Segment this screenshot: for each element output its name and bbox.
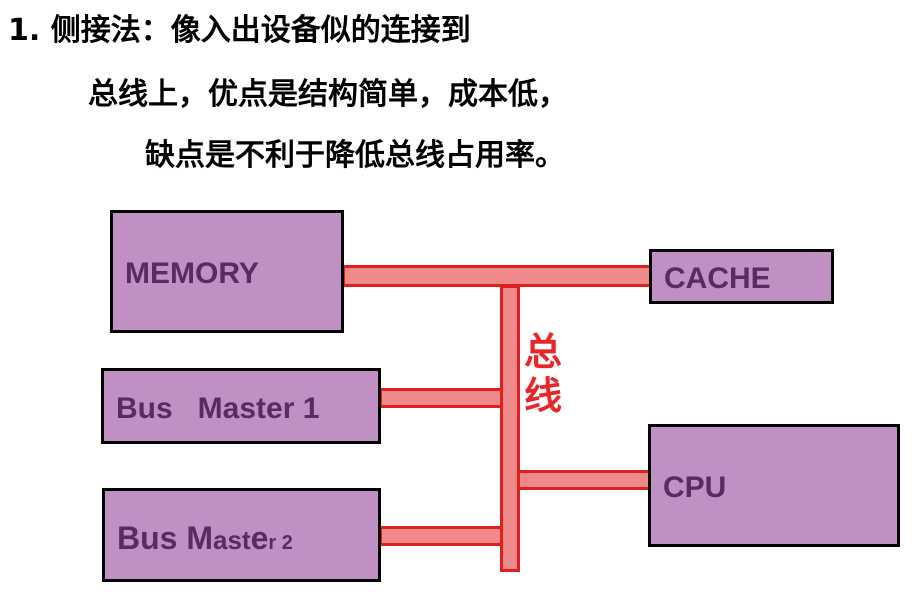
bus-segment-master2 xyxy=(379,526,503,546)
bus-master-1-label: Bus Master 1 xyxy=(116,392,320,425)
heading-line-2: 总线上，优点是结构简单，成本低， xyxy=(88,77,568,112)
heading-line-3: 缺点是不利于降低总线占用率。 xyxy=(145,138,565,173)
heading-line-1: 1. 侧接法：像入出设备似的连接到 xyxy=(8,13,471,48)
cpu-box: CPU xyxy=(648,424,900,547)
bus-master-1-box: Bus Master 1 xyxy=(101,368,381,444)
bus-segment-top xyxy=(342,265,652,287)
cache-label: CACHE xyxy=(664,262,771,295)
memory-box: MEMORY xyxy=(110,210,344,333)
bus-master-2-label-part4: r 2 xyxy=(268,532,293,554)
bus-segment-vertical xyxy=(500,285,520,572)
cpu-label: CPU xyxy=(663,471,727,504)
bus-label: 总线 xyxy=(523,330,562,418)
bus-master-2-label-part1: Bus M xyxy=(117,520,213,556)
bus-segment-master1 xyxy=(379,388,503,408)
bus-master-2-label-part2: ast xyxy=(213,525,251,555)
bus-segment-cpu xyxy=(517,470,651,490)
bus-master-2-label-part3: e xyxy=(250,520,269,556)
bus-master-2-box: Bus Master 2 xyxy=(102,488,381,582)
cache-box: CACHE xyxy=(649,249,834,304)
bus-master-2-label: Bus Master 2 xyxy=(117,521,293,560)
memory-label: MEMORY xyxy=(125,257,259,290)
